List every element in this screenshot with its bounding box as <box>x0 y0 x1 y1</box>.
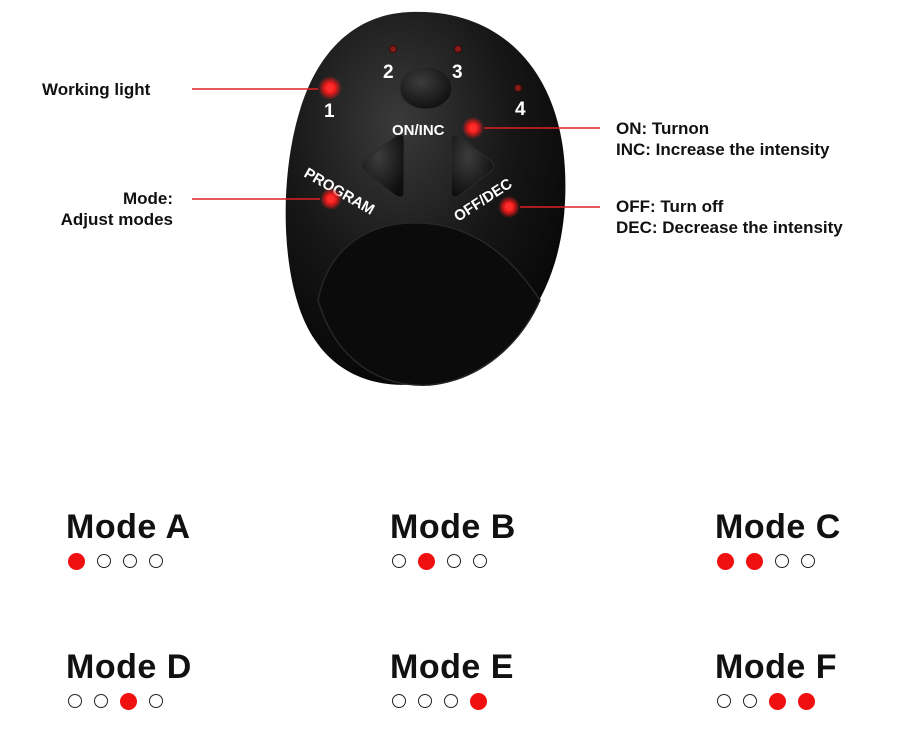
off-callout-line2: DEC: Decrease the intensity <box>616 218 843 237</box>
center-button[interactable] <box>399 66 453 110</box>
light-off-dot <box>801 554 815 568</box>
light-off-dot <box>447 554 461 568</box>
mode-item: Mode C <box>715 508 875 570</box>
mode-item: Mode E <box>390 648 550 710</box>
on-inc-label: ON/INC <box>392 122 445 139</box>
mode-light-pattern <box>392 692 550 710</box>
light-number-4: 4 <box>515 99 526 120</box>
light-number-1: 1 <box>324 101 335 122</box>
off-dec-callout: OFF: Turn off DEC: Decrease the intensit… <box>616 196 843 238</box>
indicator-light-2 <box>389 45 397 53</box>
mode-callout: Mode: Adjust modes <box>30 188 173 230</box>
on-callout-line2: INC: Increase the intensity <box>616 140 830 159</box>
light-number-2: 2 <box>383 62 394 83</box>
mode-item: Mode A <box>66 508 226 570</box>
light-off-dot <box>444 694 458 708</box>
light-on-dot <box>68 552 85 570</box>
mode-callout-line2: Adjust modes <box>60 210 173 229</box>
light-on-dot <box>769 692 786 710</box>
mode-light-pattern <box>717 552 875 570</box>
light-off-dot <box>97 554 111 568</box>
mode-title: Mode E <box>390 648 514 686</box>
mode-title: Mode B <box>390 508 516 546</box>
light-off-dot <box>68 694 82 708</box>
light-on-dot <box>798 692 815 710</box>
light-off-dot <box>717 694 731 708</box>
right-triangle-button[interactable] <box>450 134 494 198</box>
left-triangle-button[interactable] <box>361 134 405 198</box>
mode-light-pattern <box>68 552 226 570</box>
light-off-dot <box>94 694 108 708</box>
mode-light-pattern <box>717 692 875 710</box>
light-off-dot <box>743 694 757 708</box>
mode-light-pattern <box>68 692 226 710</box>
indicator-light-3 <box>454 45 462 53</box>
mode-item: Mode F <box>715 648 875 710</box>
light-number-3: 3 <box>452 62 463 83</box>
mode-item: Mode D <box>66 648 226 710</box>
light-off-dot <box>775 554 789 568</box>
off-callout-line1: OFF: Turn off <box>616 197 724 216</box>
light-off-dot <box>123 554 137 568</box>
light-off-dot <box>392 694 406 708</box>
on-callout-line1: ON: Turnon <box>616 119 710 138</box>
light-off-dot <box>418 694 432 708</box>
mode-light-pattern <box>392 552 550 570</box>
light-on-dot <box>120 692 137 710</box>
light-on-dot <box>418 552 435 570</box>
light-on-dot <box>470 692 487 710</box>
on-inc-callout: ON: Turnon INC: Increase the intensity <box>616 118 830 160</box>
mode-title: Mode A <box>66 508 191 546</box>
light-on-dot <box>746 552 763 570</box>
mode-callout-line1: Mode: <box>122 189 173 208</box>
mode-title: Mode D <box>66 648 192 686</box>
lower-panel <box>317 222 541 386</box>
working-light-callout: Working light <box>42 80 151 99</box>
light-off-dot <box>392 554 406 568</box>
mode-title: Mode C <box>715 508 841 546</box>
light-off-dot <box>149 694 163 708</box>
mode-title: Mode F <box>715 648 837 686</box>
mode-item: Mode B <box>390 508 550 570</box>
indicator-light-4 <box>514 84 522 92</box>
light-off-dot <box>149 554 163 568</box>
light-on-dot <box>717 552 734 570</box>
light-off-dot <box>473 554 487 568</box>
